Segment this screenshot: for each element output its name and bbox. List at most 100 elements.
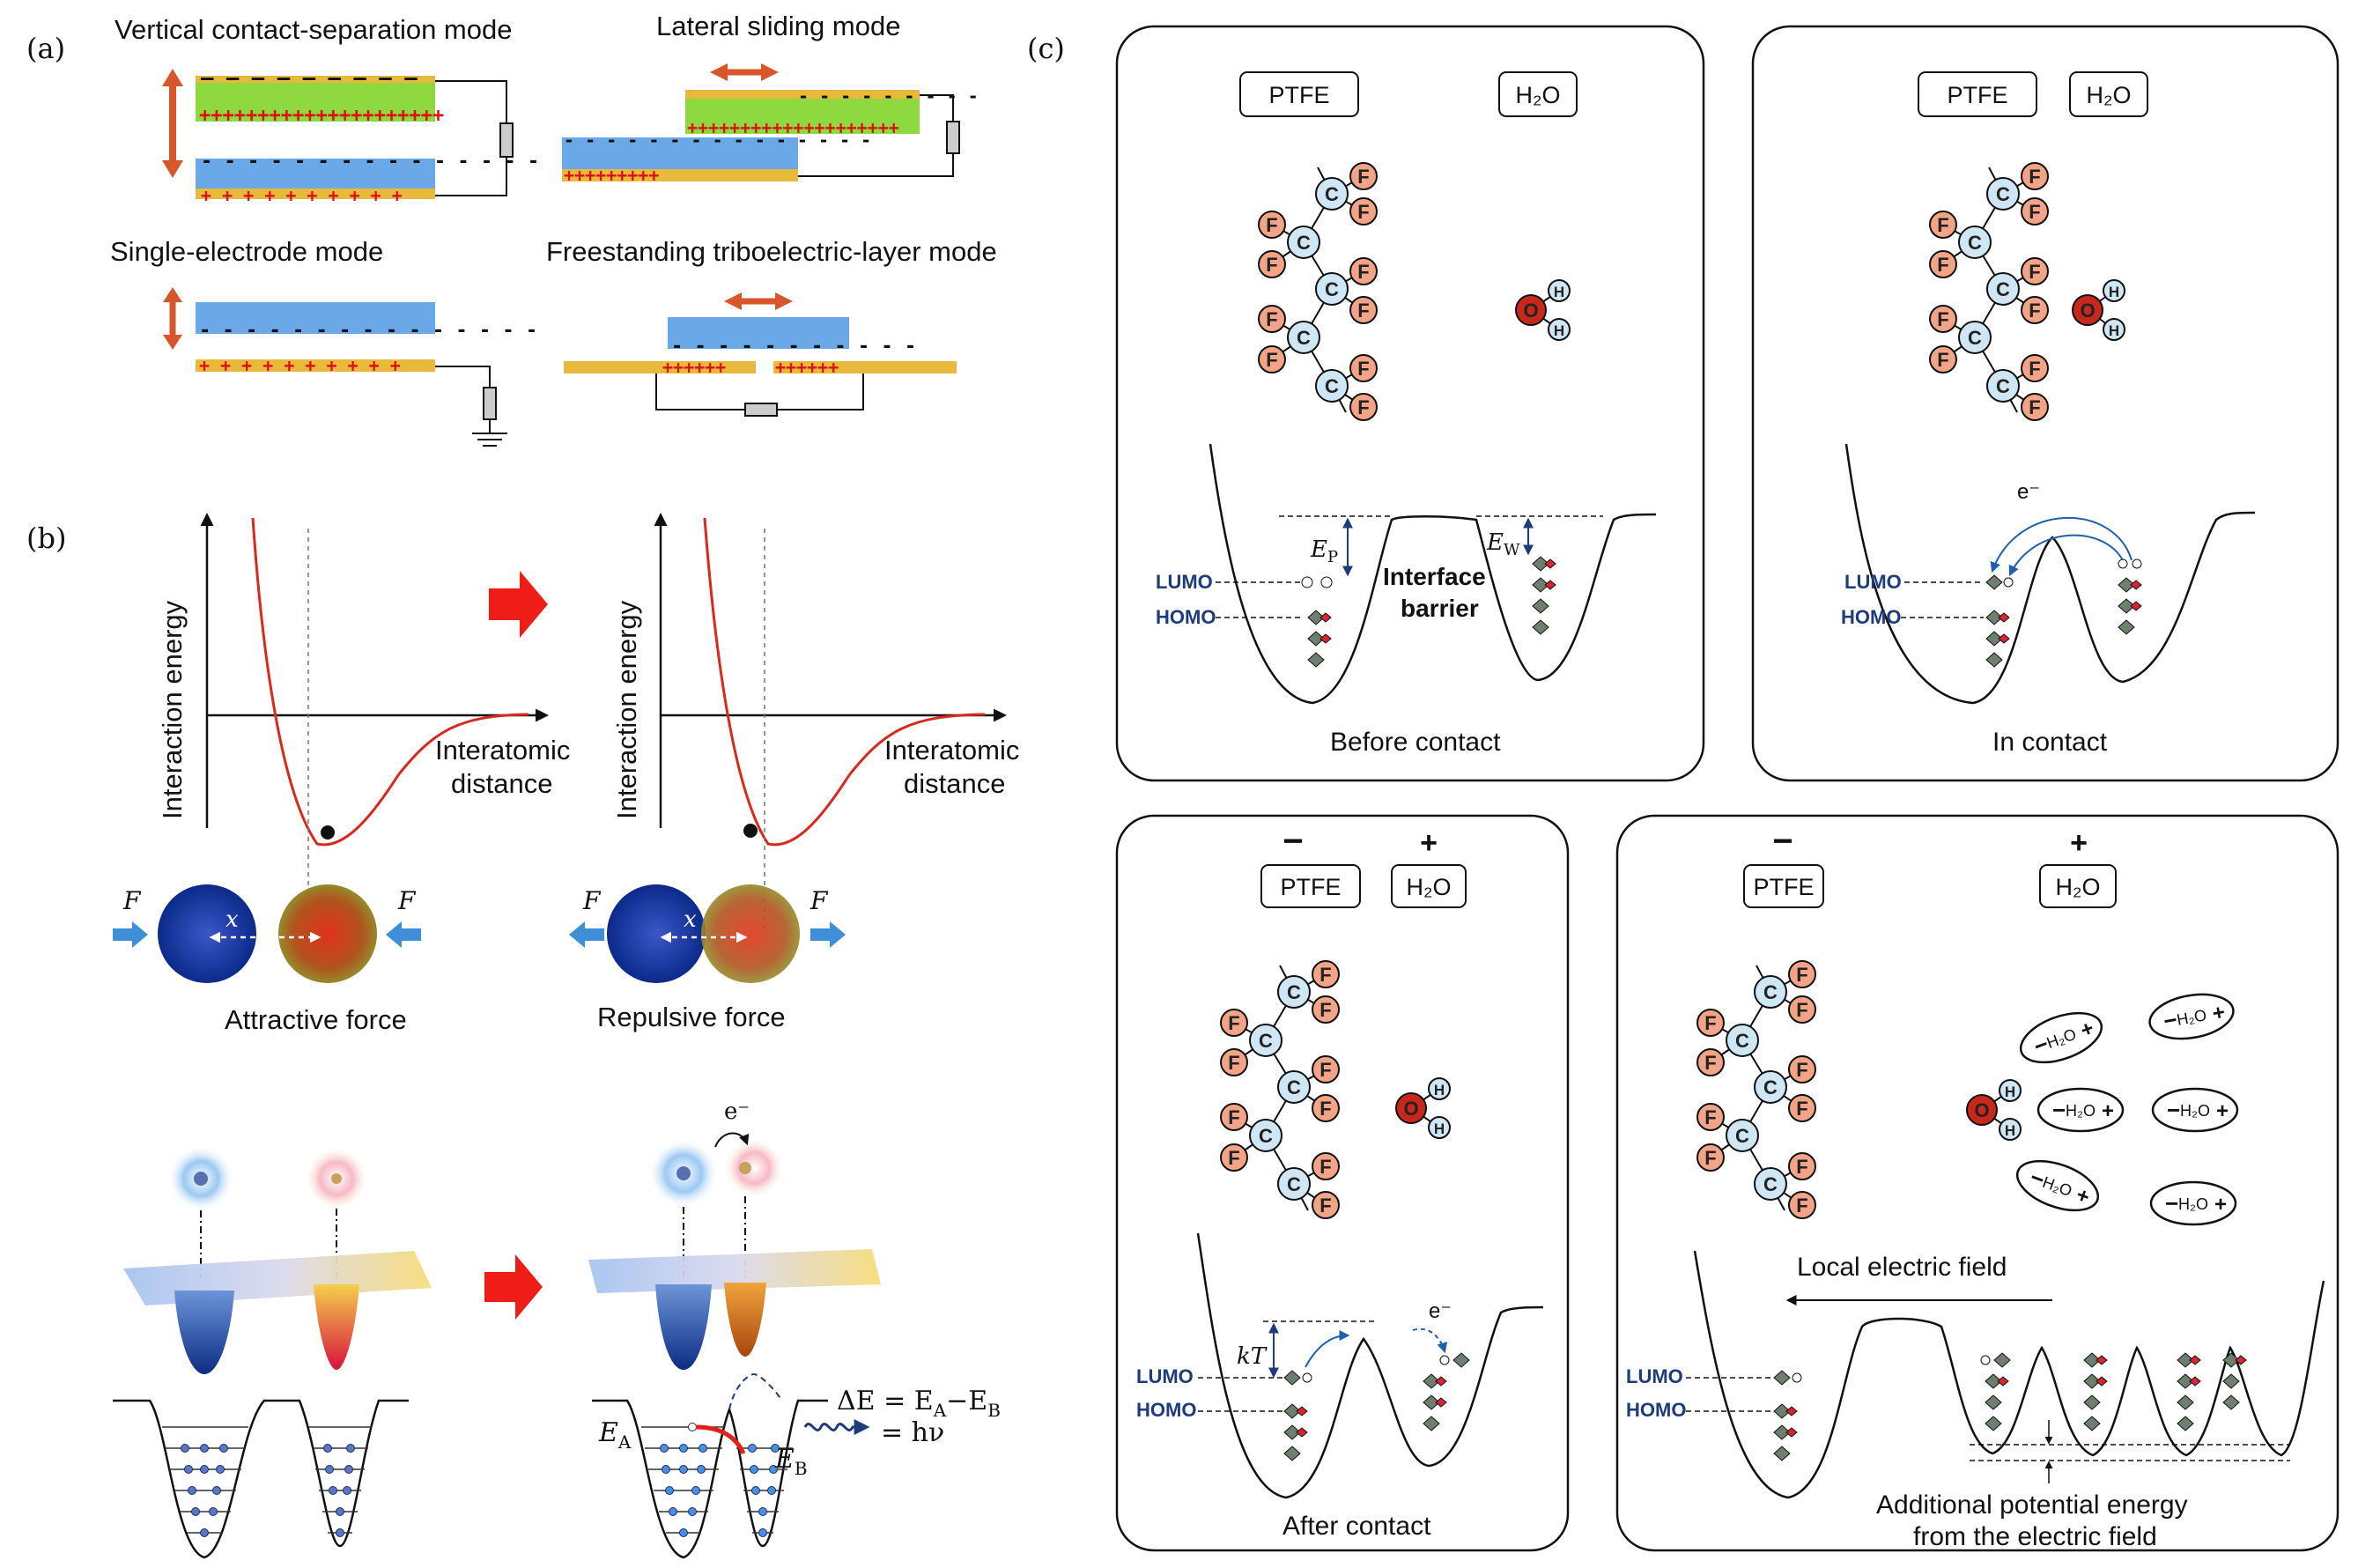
energy-level-wells-right: EA EB ΔE = EA−EB = hν: [592, 1372, 1001, 1559]
svg-text:F: F: [1228, 1052, 1239, 1074]
svg-text:F: F: [1357, 166, 1369, 188]
potential-surface: [588, 1249, 881, 1293]
orbital-transfer-right: e⁻: [588, 1098, 881, 1370]
y-axis-label: Interaction energy: [611, 600, 642, 819]
ptfe-label: PTFE: [1280, 874, 1341, 900]
photon-energy-eq: = hν: [881, 1417, 944, 1448]
ptfe-orbital-stack: [1283, 1370, 1312, 1461]
svg-text:C: C: [1996, 375, 2010, 397]
svg-text:F: F: [2029, 166, 2040, 188]
svg-text:C: C: [1325, 183, 1339, 205]
x-axis-label-line1: Interatomic: [884, 735, 1019, 766]
atom-blue: [158, 884, 256, 983]
svg-text:F: F: [1704, 1147, 1716, 1169]
potential-surface: [123, 1251, 432, 1305]
photon-wave-icon: [803, 1419, 870, 1435]
svg-text:+: +: [2102, 1099, 2114, 1123]
single-mode-label: Single-electrode mode: [110, 236, 383, 267]
x-axis-label-line1: Interatomic: [435, 735, 570, 766]
resistor-icon: [499, 122, 514, 158]
h2o-label: H₂O: [2087, 82, 2132, 108]
potential-plot-repulsive: Interaction energy Interatomic distance …: [569, 513, 1019, 1032]
svg-text:H: H: [2109, 284, 2119, 300]
svg-text:−: −: [2167, 1097, 2180, 1123]
svg-text:F: F: [1796, 1098, 1807, 1120]
ew-label: EW: [1486, 529, 1520, 559]
double-arrow-vertical-icon: [163, 287, 182, 350]
svg-text:C: C: [1287, 1173, 1301, 1195]
svg-text:F: F: [1704, 1012, 1716, 1034]
minus-sign: −: [1772, 822, 1793, 861]
svg-text:C: C: [1968, 327, 1982, 349]
force-arrow-left-icon: [569, 921, 604, 948]
svg-text:C: C: [1325, 375, 1339, 397]
double-arrow-vertical-icon: [162, 69, 183, 178]
svg-text:F: F: [1228, 1106, 1239, 1128]
svg-text:++++++: ++++++: [775, 357, 839, 378]
svg-text:−: −: [2165, 1190, 2178, 1217]
svg-text:H: H: [1554, 322, 1564, 339]
svg-text:−: −: [2162, 1006, 2179, 1034]
svg-text:- - - - - - - - - - -: - - - - - - - - - - -: [671, 336, 916, 358]
energy-difference-eq: ΔE = EA−EB: [837, 1386, 1001, 1421]
ptfe-orbital-stack: [1985, 574, 2014, 668]
potential-well-blue: [174, 1291, 234, 1374]
dipole: − H₂O +: [2149, 1180, 2237, 1226]
force-f-label: F: [122, 886, 142, 915]
svg-text:F: F: [1357, 261, 1369, 283]
panel-b-letter: (b): [26, 521, 66, 555]
state-point: [743, 824, 758, 838]
svg-text:F: F: [1796, 1194, 1807, 1217]
svg-text:C: C: [1325, 278, 1339, 300]
svg-text:F: F: [1228, 1012, 1239, 1034]
svg-text:+: +: [2214, 1193, 2227, 1217]
svg-text:F: F: [1357, 300, 1369, 322]
svg-text:F: F: [1319, 1059, 1331, 1081]
ptfe-orbital-stack: [1301, 576, 1333, 668]
svg-text:- - - - - - - - - - - - - - -: - - - - - - - - - - - - - - -: [201, 151, 539, 173]
distance-x-label: x: [684, 906, 697, 933]
svg-text:F: F: [1266, 349, 1277, 371]
svg-text:F: F: [1228, 1147, 1239, 1169]
double-arrow-horizontal-icon: [724, 292, 793, 310]
svg-text:+ + + + + + + + + +: + + + + + + + + + +: [201, 185, 403, 206]
potential-curve: [1209, 443, 1657, 705]
panel-c: (c) PTFE H₂O: [1027, 25, 2340, 1552]
svg-text:O: O: [1974, 1099, 1989, 1121]
svg-text:F: F: [1704, 1106, 1716, 1128]
svg-text:H: H: [1434, 1121, 1445, 1137]
svg-text:C: C: [1968, 232, 1982, 254]
water-orbital-stacks: [1980, 1352, 2247, 1431]
svg-text:F: F: [1937, 214, 1948, 236]
dipole: − H₂O +: [2036, 1087, 2125, 1133]
additional-energy-line2: from the electric field: [1913, 1522, 2157, 1551]
x-axis-label-line2: distance: [904, 768, 1005, 799]
svg-text:F: F: [1266, 214, 1277, 236]
electron-label: e⁻: [2017, 480, 2040, 504]
atom-glow-red: [726, 1140, 782, 1196]
force-arrow-left-icon: [113, 921, 148, 948]
eb-label: EB: [774, 1444, 808, 1479]
svg-text:O: O: [1403, 1098, 1418, 1120]
svg-text:H₂O: H₂O: [2066, 1102, 2096, 1120]
attractive-force-label: Attractive force: [225, 1004, 407, 1035]
svg-text:C: C: [1297, 232, 1311, 254]
homo-label: HOMO: [1156, 606, 1216, 628]
interaction-energy-curve: [703, 517, 986, 847]
svg-text:+: +: [2211, 1001, 2227, 1026]
svg-text:F: F: [1796, 1156, 1807, 1178]
panel-c-letter: (c): [1027, 32, 1065, 65]
svg-text:H: H: [2005, 1084, 2015, 1100]
svg-text:C: C: [1763, 1173, 1778, 1195]
double-arrow-horizontal-icon: [710, 63, 779, 81]
ground-icon: [472, 419, 507, 447]
atom-blue: [607, 884, 706, 983]
svg-text:+++++++++: +++++++++: [564, 165, 659, 186]
additional-energy-line1: Additional potential energy: [1876, 1490, 2188, 1520]
homo-label: HOMO: [1841, 606, 1901, 628]
svg-text:C: C: [1259, 1030, 1273, 1052]
dipole: − H₂O +: [2019, 1011, 2103, 1064]
kt-label: kT: [1237, 1343, 1268, 1370]
homo-label: HOMO: [1626, 1399, 1686, 1421]
